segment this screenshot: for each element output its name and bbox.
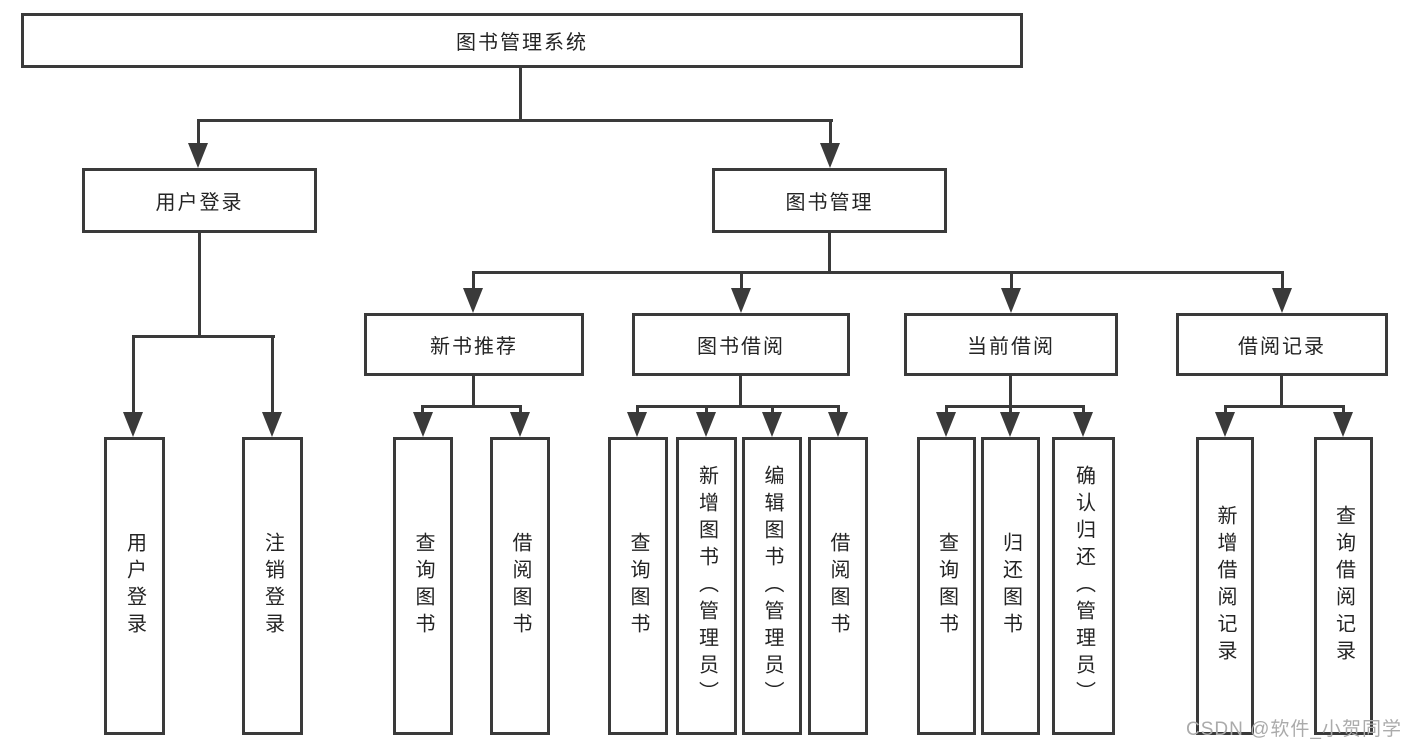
connector-line bbox=[1009, 405, 1012, 415]
arrowhead-down bbox=[936, 412, 956, 437]
leaf-confirm-return-admin-label: 确认归还（管理员） bbox=[1072, 464, 1095, 708]
leaf-add-books-admin-label: 新增图书（管理员） bbox=[695, 464, 718, 708]
arrowhead-down bbox=[413, 412, 433, 437]
leaf-borrow-books-recommend-label: 借阅图书 bbox=[509, 532, 531, 640]
leaf-query-borrow-record: 查询借阅记录 bbox=[1314, 437, 1373, 735]
csdn-watermark: CSDN @软件_小贺同学 bbox=[1186, 719, 1402, 740]
connector-line bbox=[945, 405, 1085, 408]
leaf-query-books-recommend-label: 查询图书 bbox=[412, 532, 434, 640]
node-current-borrow: 当前借阅 bbox=[904, 313, 1118, 376]
connector-line bbox=[132, 335, 275, 338]
connector-line bbox=[1082, 405, 1085, 415]
connector-line bbox=[636, 405, 639, 415]
connector-line bbox=[197, 119, 200, 147]
connector-line bbox=[636, 405, 840, 408]
leaf-logout: 注销登录 bbox=[242, 437, 303, 735]
arrowhead-down bbox=[731, 288, 751, 313]
node-borrow-records-label: 借阅记录 bbox=[1238, 336, 1326, 358]
leaf-query-books-borrow: 查询图书 bbox=[608, 437, 668, 735]
arrowhead-down bbox=[820, 143, 840, 168]
arrowhead-down bbox=[627, 412, 647, 437]
connector-line bbox=[829, 119, 832, 147]
leaf-edit-books-admin: 编辑图书（管理员） bbox=[742, 437, 802, 735]
connector-line bbox=[519, 405, 522, 415]
leaf-add-borrow-record-label: 新增借阅记录 bbox=[1214, 505, 1236, 667]
leaf-query-borrow-record-label: 查询借阅记录 bbox=[1332, 505, 1355, 667]
connector-line bbox=[739, 376, 742, 407]
connector-line bbox=[1280, 376, 1283, 407]
arrowhead-down bbox=[463, 288, 483, 313]
leaf-query-books-recommend: 查询图书 bbox=[393, 437, 453, 735]
arrowhead-down bbox=[1333, 412, 1353, 437]
leaf-return-books-label: 归还图书 bbox=[999, 532, 1022, 640]
connector-line bbox=[1010, 271, 1013, 291]
connector-line bbox=[1224, 405, 1227, 415]
node-book-management-label: 图书管理 bbox=[785, 192, 874, 214]
arrowhead-down bbox=[1001, 288, 1021, 313]
arrowhead-down bbox=[828, 412, 848, 437]
leaf-user-login-label: 用户登录 bbox=[123, 532, 146, 640]
leaf-borrow-books-label: 借阅图书 bbox=[827, 532, 849, 640]
leaf-return-books: 归还图书 bbox=[981, 437, 1040, 735]
leaf-borrow-books-recommend: 借阅图书 bbox=[490, 437, 550, 735]
connector-line bbox=[472, 271, 1284, 274]
node-book-borrow-label: 图书借阅 bbox=[697, 336, 785, 358]
node-new-book-recommend: 新书推荐 bbox=[364, 313, 584, 376]
arrowhead-down bbox=[1272, 288, 1292, 313]
connector-line bbox=[132, 335, 135, 415]
arrowhead-down bbox=[1000, 412, 1020, 437]
connector-line bbox=[771, 405, 774, 415]
connector-line bbox=[422, 405, 522, 408]
arrowhead-down bbox=[762, 412, 782, 437]
leaf-add-books-admin: 新增图书（管理员） bbox=[676, 437, 737, 735]
connector-line bbox=[705, 405, 708, 415]
arrowhead-down bbox=[188, 143, 208, 168]
arrowhead-down bbox=[510, 412, 530, 437]
connector-line bbox=[271, 335, 274, 415]
node-root-label: 图书管理系统 bbox=[456, 32, 588, 54]
connector-line bbox=[472, 376, 475, 407]
connector-line bbox=[1224, 405, 1345, 408]
node-root: 图书管理系统 bbox=[21, 13, 1023, 68]
node-user-login-label: 用户登录 bbox=[155, 192, 244, 214]
arrowhead-down bbox=[1073, 412, 1093, 437]
connector-line bbox=[1009, 376, 1012, 407]
leaf-logout-label: 注销登录 bbox=[261, 532, 284, 640]
leaf-confirm-return-admin: 确认归还（管理员） bbox=[1052, 437, 1115, 735]
arrowhead-down bbox=[123, 412, 143, 437]
leaf-query-books-borrow-label: 查询图书 bbox=[627, 532, 649, 640]
connector-line bbox=[198, 233, 201, 337]
node-borrow-records: 借阅记录 bbox=[1176, 313, 1388, 376]
connector-line bbox=[837, 405, 840, 415]
arrowhead-down bbox=[262, 412, 282, 437]
node-book-management: 图书管理 bbox=[712, 168, 947, 233]
connector-line bbox=[519, 68, 522, 121]
connector-line bbox=[421, 405, 424, 415]
connector-line bbox=[828, 233, 831, 273]
connector-line bbox=[197, 119, 833, 122]
node-book-borrow: 图书借阅 bbox=[632, 313, 850, 376]
connector-line bbox=[740, 271, 743, 291]
node-user-login: 用户登录 bbox=[82, 168, 317, 233]
connector-line bbox=[945, 405, 948, 415]
leaf-user-login: 用户登录 bbox=[104, 437, 165, 735]
leaf-query-books-current-label: 查询图书 bbox=[935, 532, 958, 640]
connector-line bbox=[1281, 271, 1284, 291]
node-new-book-recommend-label: 新书推荐 bbox=[430, 336, 518, 358]
arrowhead-down bbox=[696, 412, 716, 437]
connector-line bbox=[472, 271, 475, 291]
leaf-query-books-current: 查询图书 bbox=[917, 437, 976, 735]
node-current-borrow-label: 当前借阅 bbox=[967, 336, 1055, 358]
leaf-edit-books-admin-label: 编辑图书（管理员） bbox=[761, 464, 783, 708]
leaf-add-borrow-record: 新增借阅记录 bbox=[1196, 437, 1254, 735]
leaf-borrow-books: 借阅图书 bbox=[808, 437, 868, 735]
connector-line bbox=[1342, 405, 1345, 415]
arrowhead-down bbox=[1215, 412, 1235, 437]
